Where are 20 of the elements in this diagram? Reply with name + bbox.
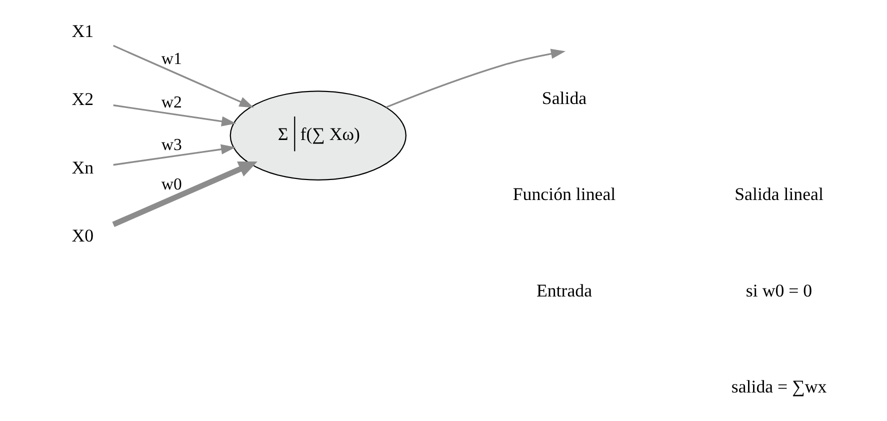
arrow: [112, 44, 254, 108]
label: Salida lineal: [734, 184, 823, 204]
arrow: [112, 104, 236, 126]
label: si w0 = 0: [745, 280, 812, 300]
edge-label: w2: [160, 92, 182, 112]
node-text: X1: [71, 20, 94, 41]
label: Función lineal: [512, 184, 616, 204]
arrow: [385, 48, 566, 108]
node-text: X2: [71, 89, 94, 110]
label: Salida: [541, 88, 586, 108]
node-text: Xn: [71, 157, 94, 178]
label: salida = ∑wx: [730, 376, 826, 397]
arrow: [112, 162, 257, 228]
edge-label: w0: [160, 174, 182, 194]
edge-label: w1: [160, 48, 182, 68]
node-ellipse: Σ f(∑ Xω): [229, 90, 406, 181]
arrow: [112, 144, 236, 166]
label: Entrada: [536, 280, 592, 300]
node-text: X0: [71, 226, 94, 246]
edge-label: w3: [160, 135, 182, 154]
